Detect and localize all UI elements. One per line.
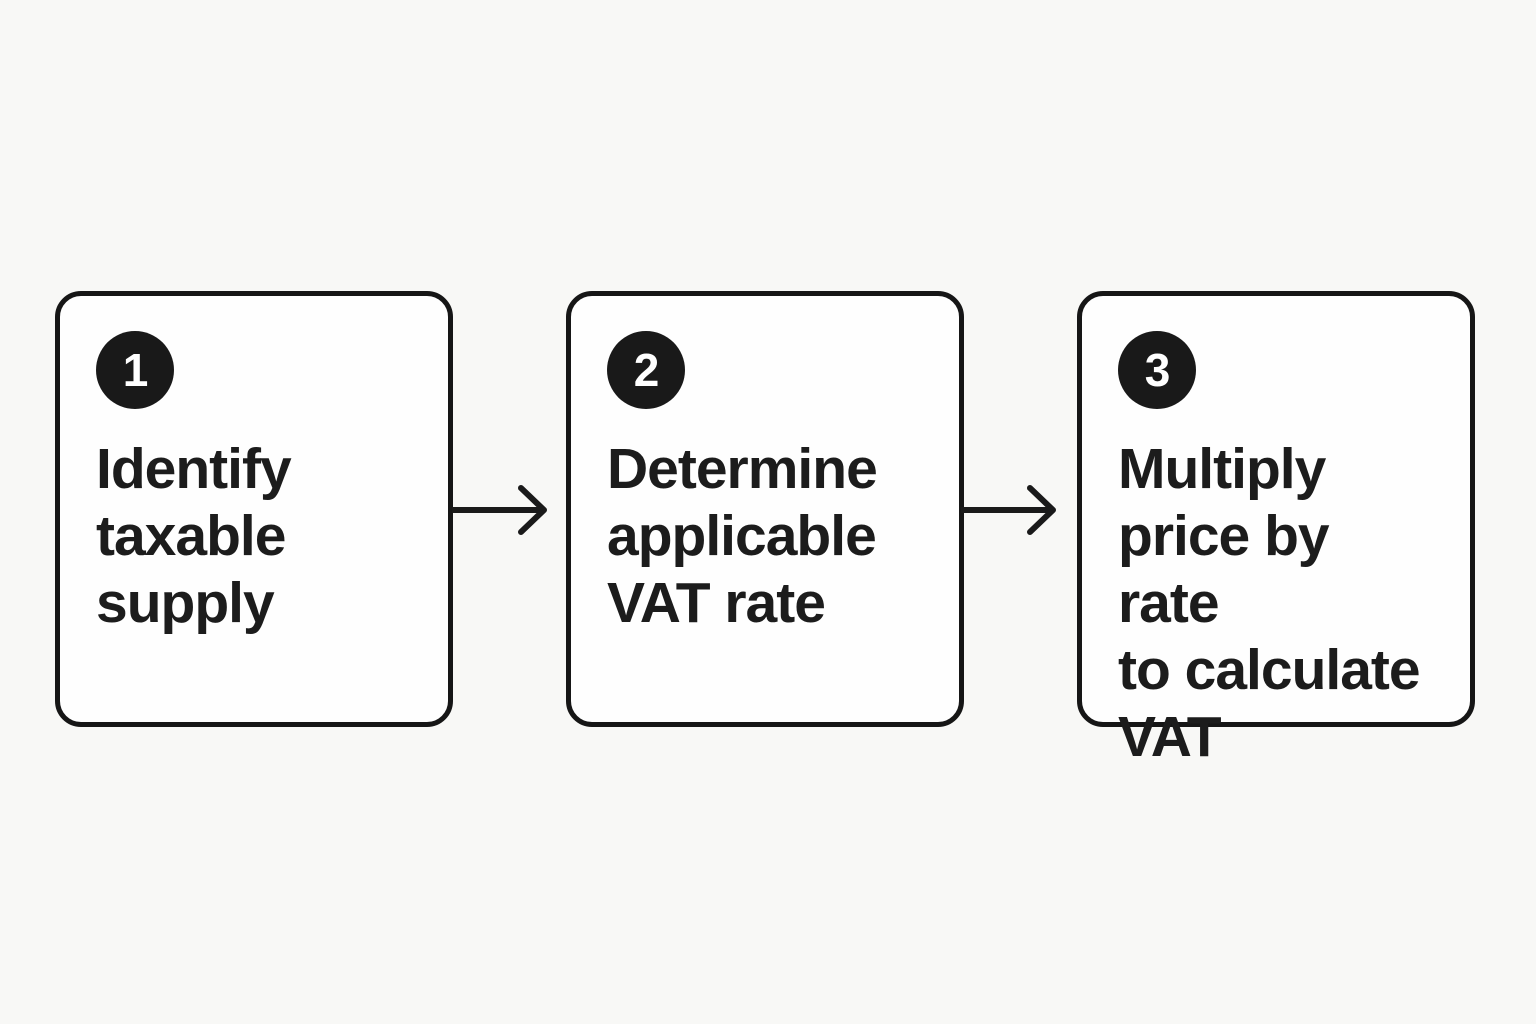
step-1-label: Identify taxable supply — [96, 437, 292, 635]
step-1-box: 1 Identify taxable supply — [55, 291, 453, 727]
step-1-number-badge: 1 — [96, 331, 174, 409]
step-2-label: Determine applicable VAT rate — [607, 437, 878, 635]
step-3-box: 3 Multiply price by rate to calculate VA… — [1077, 291, 1475, 769]
arrow-right-icon — [452, 474, 558, 546]
step-3-number-badge: 3 — [1118, 331, 1196, 409]
arrow-right-icon — [961, 474, 1067, 546]
step-3-label: Multiply price by rate to calculate VAT — [1118, 437, 1421, 769]
step-2-box: 2 Determine applicable VAT rate — [566, 291, 964, 727]
step-2-number-badge: 2 — [607, 331, 685, 409]
